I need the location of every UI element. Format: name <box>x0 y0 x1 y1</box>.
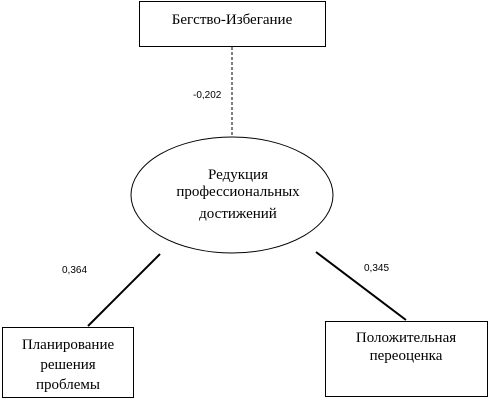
node-label-reappraisal-line-2: переоценка <box>370 348 443 364</box>
coefficient-right: 0,345 <box>364 263 389 274</box>
central-label-line-1: Редукция <box>208 167 268 183</box>
node-box-reappraisal <box>325 321 488 397</box>
central-label-line-3: достижений <box>199 206 277 222</box>
central-ellipse <box>130 136 334 254</box>
edge-left-solid <box>87 253 161 327</box>
coefficient-top: -0,202 <box>193 90 222 101</box>
central-label-line-2: профессиональных <box>176 184 300 200</box>
coefficient-left: 0,364 <box>62 265 87 276</box>
node-label-planning-line-1: Планирование <box>22 337 115 353</box>
node-label-planning-line-3: проблемы <box>36 377 100 393</box>
node-label-reappraisal-line-1: Положительная <box>356 330 456 346</box>
node-label-planning-line-2: решения <box>40 357 95 373</box>
edge-right-solid <box>315 251 407 321</box>
node-box-planning <box>2 327 134 398</box>
node-box-avoidance <box>139 1 326 47</box>
node-label-avoidance: Бегство-Избегание <box>172 12 293 28</box>
